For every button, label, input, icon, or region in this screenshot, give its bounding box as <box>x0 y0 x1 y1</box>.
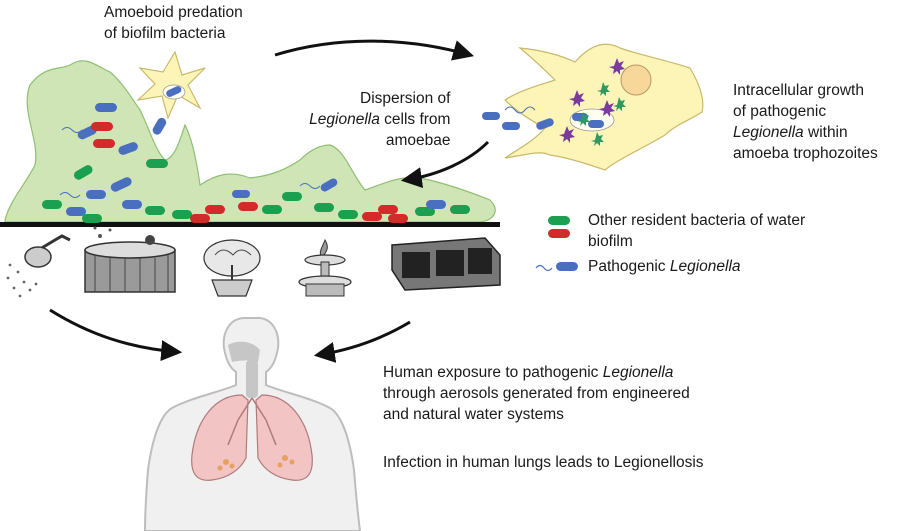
arrow-dispersion-to-biofilm <box>400 140 490 189</box>
hot-tub-icon <box>84 226 176 293</box>
label-dispersion: Dispersion of Legionella cells from amoe… <box>309 88 451 151</box>
decorative-fountain-icon <box>298 238 352 297</box>
label-growth-line1: Intracellular growth <box>733 82 864 99</box>
amoeba-large-icon <box>482 43 704 171</box>
label-infection: Infection in human lungs leads to Legion… <box>383 454 704 471</box>
label-exposure-line3: and natural water systems <box>383 406 564 423</box>
shower-head-icon <box>6 234 71 298</box>
label-human-exposure: Human exposure to pathogenic Legionella … <box>383 362 690 425</box>
label-growth-line2: of pathogenic <box>733 103 827 120</box>
label-intracellular-growth: Intracellular growth of pathogenic Legio… <box>733 80 878 164</box>
label-predation-line1: Amoeboid predation <box>104 4 243 21</box>
legend-resident-line1: Other resident bacteria of water <box>588 212 806 229</box>
legend-resident-bacteria-icon <box>548 216 570 238</box>
potting-soil-plant-icon <box>203 239 261 297</box>
cooling-tower-icon <box>391 237 501 291</box>
label-dispersion-line3: amoebae <box>385 132 451 149</box>
arrow-sources-to-human-left <box>49 308 183 362</box>
label-predation-line2: of biofilm bacteria <box>104 25 226 42</box>
legend-resident-line2: biofilm <box>588 233 633 250</box>
legend-resident-bacteria: Other resident bacteria of water biofilm <box>588 210 805 252</box>
lungs-icon <box>191 394 313 481</box>
label-growth-line4: amoeba trophozoites <box>733 145 878 162</box>
label-exposure-line2: through aerosols generated from engineer… <box>383 385 690 402</box>
legend-pathogenic-legionella: Pathogenic Legionella <box>588 258 741 275</box>
human-body-icon <box>143 317 362 531</box>
label-amoeboid-predation: Amoeboid predation of biofilm bacteria <box>104 2 243 44</box>
label-dispersion-line1: Dispersion of <box>360 90 451 107</box>
legend-pathogenic-legionella-icon <box>535 262 578 272</box>
biofilm-bacteria <box>42 103 470 223</box>
arrow-sources-to-human-right <box>313 320 411 363</box>
label-dispersion-line2: Legionella cells from <box>309 111 451 128</box>
water-system-surface <box>0 222 500 227</box>
amoeba-small-icon <box>136 50 206 120</box>
arrow-predation-to-growth <box>274 39 475 61</box>
label-exposure-line1: Human exposure to pathogenic Legionella <box>383 364 674 381</box>
label-growth-line3: Legionella within <box>733 124 848 141</box>
